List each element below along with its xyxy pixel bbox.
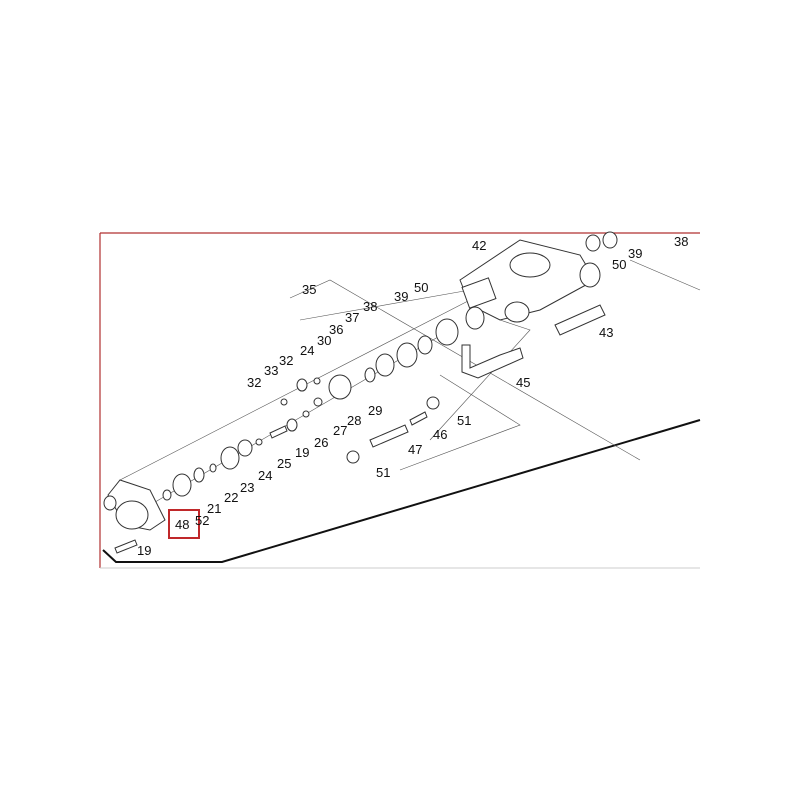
part-label-43: 43 (599, 325, 613, 340)
part-label-28: 28 (347, 413, 361, 428)
highlight-box-48 (168, 509, 200, 539)
part-label-38: 38 (363, 299, 377, 314)
part-label-23: 23 (240, 480, 254, 495)
guide-lines (119, 259, 701, 506)
frame (99, 232, 701, 569)
part-label-45: 45 (516, 375, 530, 390)
part-label-27: 27 (333, 423, 347, 438)
part-label-52: 52 (195, 513, 209, 528)
part-label-39: 39 (628, 246, 642, 261)
part-label-21: 21 (207, 501, 221, 516)
part-label-50: 50 (612, 257, 626, 272)
part-label-32: 32 (247, 375, 261, 390)
shaft (554, 304, 606, 336)
part-label-51: 51 (376, 465, 390, 480)
part-label-36: 36 (329, 322, 343, 337)
part-label-19: 19 (295, 445, 309, 460)
part-label-50: 50 (414, 280, 428, 295)
part-label-46: 46 (433, 427, 447, 442)
part-label-24: 24 (258, 468, 272, 483)
part-label-51: 51 (457, 413, 471, 428)
part-label-24: 24 (300, 343, 314, 358)
part-label-39: 39 (394, 289, 408, 304)
part-label-47: 47 (408, 442, 422, 457)
part-label-42: 42 (472, 238, 486, 253)
tube (369, 424, 409, 448)
part-label-25: 25 (277, 456, 291, 471)
part-label-37: 37 (345, 310, 359, 325)
part-label-33: 33 (264, 363, 278, 378)
part-label-22: 22 (224, 490, 238, 505)
parts (103, 231, 618, 554)
elbow-fitting (461, 344, 524, 379)
part-label-30: 30 (317, 333, 331, 348)
manifold (459, 239, 601, 323)
part-label-26: 26 (314, 435, 328, 450)
part-label-48: 48 (175, 517, 189, 532)
part-label-19: 19 (137, 543, 151, 558)
pump-housing (103, 479, 166, 531)
part-label-35: 35 (302, 282, 316, 297)
part-label-29: 29 (368, 403, 382, 418)
part-label-38: 38 (674, 234, 688, 249)
part-label-32: 32 (279, 353, 293, 368)
